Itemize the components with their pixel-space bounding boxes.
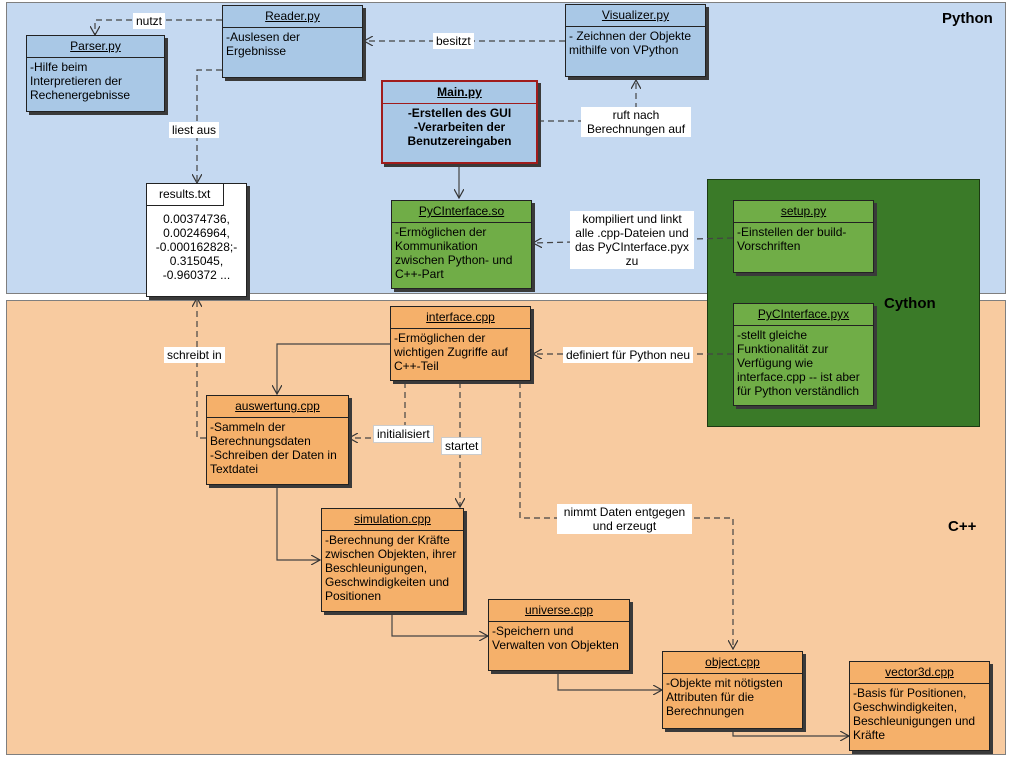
vector3d-cpp-desc: -Basis für Positionen, Geschwindigkeiten… bbox=[853, 686, 976, 742]
interface-cpp-desc: -Ermöglichen der wichtigen Zugriffe auf … bbox=[394, 331, 508, 373]
visualizer-py-box[interactable]: Visualizer.py - Zeichnen der Objekte mit… bbox=[565, 4, 706, 77]
visualizer-py-title: Visualizer.py bbox=[566, 5, 705, 27]
parser-py-title: Parser.py bbox=[27, 36, 164, 58]
edge-label-schreibt-in: schreibt in bbox=[164, 347, 225, 363]
edge-object-vector3d bbox=[732, 730, 849, 736]
universe-cpp-box[interactable]: universe.cpp -Speichern und Verwalten vo… bbox=[488, 599, 630, 671]
universe-cpp-desc: -Speichern und Verwalten von Objekten bbox=[492, 624, 619, 652]
cpp-region-label: C++ bbox=[948, 518, 977, 535]
pycinterface-pyx-box[interactable]: PyCInterface.pyx -stellt gleiche Funktio… bbox=[733, 303, 874, 406]
edge-interface-auswertung bbox=[277, 343, 390, 394]
results-txt-content: 0.00374736, 0.00246964, -0.000162828;- 0… bbox=[155, 212, 238, 282]
edge-auswertung-simulation bbox=[276, 486, 320, 560]
setup-py-box[interactable]: setup.py -Einstellen der build-Vorschrif… bbox=[733, 200, 874, 273]
setup-py-title: setup.py bbox=[734, 201, 873, 223]
parser-py-desc: -Hilfe beim Interpretieren der Rechenerg… bbox=[30, 60, 131, 102]
edge-auswertung-results bbox=[197, 298, 206, 439]
parser-py-box[interactable]: Parser.py -Hilfe beim Interpretieren der… bbox=[26, 35, 165, 112]
interface-cpp-title: interface.cpp bbox=[391, 307, 530, 329]
simulation-cpp-title: simulation.cpp bbox=[322, 509, 463, 531]
results-txt-title: results.txt bbox=[147, 184, 224, 206]
main-py-title: Main.py bbox=[383, 82, 536, 104]
object-cpp-title: object.cpp bbox=[663, 652, 802, 674]
edge-label-nimmt-daten: nimmt Daten entgegen und erzeugt bbox=[557, 504, 692, 534]
pycinterface-pyx-title: PyCInterface.pyx bbox=[734, 304, 873, 326]
vector3d-cpp-box[interactable]: vector3d.cpp -Basis für Positionen, Gesc… bbox=[849, 661, 990, 751]
edge-simulation-universe bbox=[391, 612, 488, 636]
main-py-desc: -Erstellen des GUI -Verarbeiten der Benu… bbox=[407, 106, 512, 148]
auswertung-cpp-title: auswertung.cpp bbox=[207, 396, 348, 418]
pycinterface-so-box[interactable]: PyCInterface.so -Ermöglichen der Kommuni… bbox=[391, 200, 532, 289]
edge-label-initialisiert: initialisiert bbox=[373, 425, 434, 443]
edge-label-besitzt: besitzt bbox=[433, 33, 474, 49]
universe-cpp-title: universe.cpp bbox=[489, 600, 629, 622]
visualizer-py-desc: - Zeichnen der Objekte mithilfe von VPyt… bbox=[569, 29, 692, 57]
reader-py-desc: -Auslesen der Ergebnisse bbox=[226, 30, 301, 58]
auswertung-cpp-box[interactable]: auswertung.cpp -Sammeln der Berechnungsd… bbox=[206, 395, 349, 485]
auswertung-cpp-desc: -Sammeln der Berechnungsdaten -Schreiben… bbox=[210, 420, 337, 476]
edge-label-startet: startet bbox=[441, 437, 483, 455]
edge-main-visualizer bbox=[538, 80, 636, 122]
main-py-box[interactable]: Main.py -Erstellen des GUI -Verarbeiten … bbox=[381, 80, 538, 164]
python-region-label: Python bbox=[942, 10, 993, 27]
pycinterface-pyx-desc: -stellt gleiche Funktionalität zur Verfü… bbox=[737, 328, 860, 398]
reader-py-title: Reader.py bbox=[223, 6, 362, 28]
simulation-cpp-box[interactable]: simulation.cpp -Berechnung der Kräfte zw… bbox=[321, 508, 464, 612]
simulation-cpp-desc: -Berechnung der Kräfte zwischen Objekten… bbox=[325, 533, 457, 603]
edge-reader-results bbox=[197, 69, 222, 183]
edge-label-nutzt: nutzt bbox=[133, 13, 166, 29]
edge-label-kompiliert: kompiliert und linkt alle .cpp-Dateien u… bbox=[570, 211, 694, 269]
edge-label-liest-aus: liest aus bbox=[169, 122, 220, 138]
reader-py-box[interactable]: Reader.py -Auslesen der Ergebnisse bbox=[222, 5, 363, 78]
vector3d-cpp-title: vector3d.cpp bbox=[850, 662, 989, 684]
object-cpp-box[interactable]: object.cpp -Objekte mit nötigsten Attrib… bbox=[662, 651, 803, 729]
cython-region-label: Cython bbox=[884, 295, 936, 312]
pycinterface-so-title: PyCInterface.so bbox=[392, 201, 531, 223]
edge-universe-object bbox=[557, 671, 662, 690]
interface-cpp-box[interactable]: interface.cpp -Ermöglichen der wichtigen… bbox=[390, 306, 531, 381]
object-cpp-desc: -Objekte mit nötigsten Attributen für di… bbox=[666, 676, 783, 718]
setup-py-desc: -Einstellen der build-Vorschriften bbox=[737, 225, 847, 253]
pycinterface-so-desc: -Ermöglichen der Kommunikation zwischen … bbox=[395, 225, 513, 281]
edge-reader-parser bbox=[95, 19, 222, 35]
results-txt-box[interactable]: results.txt 0.00374736, 0.00246964, -0.0… bbox=[146, 183, 247, 297]
edge-label-definiert: definiert für Python neu bbox=[563, 347, 694, 363]
edge-label-ruft-nach: ruft nach Berechnungen auf bbox=[581, 107, 691, 137]
